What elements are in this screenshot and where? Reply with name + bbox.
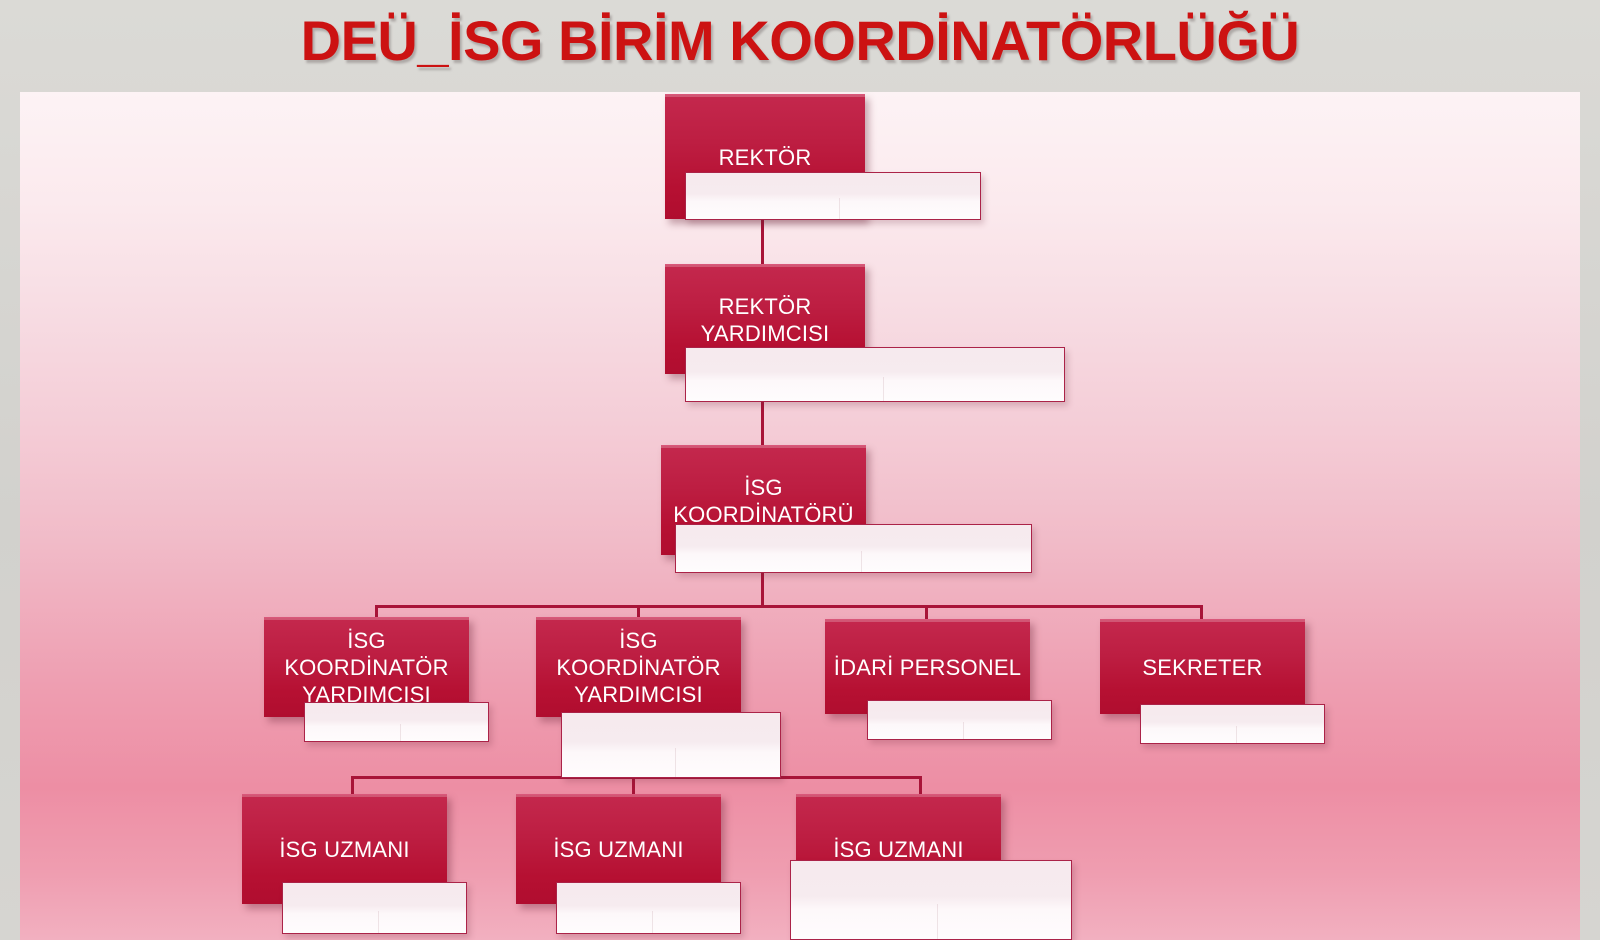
node-rektor-yardimcisi-label: REKTÖR YARDIMCISI (700, 293, 830, 346)
node-sekreter[interactable]: SEKRETER (1100, 619, 1305, 714)
plate-isg-uzmani-2[interactable] (556, 882, 741, 934)
connector-branch-uzman3 (919, 776, 922, 802)
connector-branch-uzman1 (351, 776, 354, 802)
connector-branch-uzman2 (632, 776, 635, 802)
plate-isg-koord-yrd-2[interactable] (561, 712, 781, 778)
node-isg-koord-yrd-1-label: İSG KOORDİNATÖR YARDIMCISI (284, 628, 449, 707)
plate-isg-koordinatoru[interactable] (675, 524, 1032, 573)
connector-rektoryrd-to-koordinator (761, 382, 764, 454)
connector-koordinator-drop (761, 555, 764, 607)
node-isg-koord-yrd-2-label: İSG KOORDİNATÖR YARDIMCISI (556, 628, 721, 707)
plate-rektor[interactable] (685, 172, 981, 220)
node-isg-uzmani-3-label: İSG UZMANI (833, 837, 964, 862)
plate-isg-uzmani-1[interactable] (282, 882, 467, 934)
plate-rektor-yardimcisi[interactable] (685, 347, 1065, 402)
plate-sekreter[interactable] (1140, 704, 1325, 744)
node-rektor-label: REKTÖR (718, 144, 812, 170)
node-isg-koord-yrd-2[interactable]: İSG KOORDİNATÖR YARDIMCISI (536, 617, 741, 717)
node-idari-personel[interactable]: İDARİ PERSONEL (825, 619, 1030, 714)
node-isg-uzmani-2-label: İSG UZMANI (553, 837, 684, 862)
node-isg-koordinatoru-label: İSG KOORDİNATÖRÜ (673, 474, 854, 527)
plate-isg-koord-yrd-1[interactable] (304, 702, 489, 742)
page-title: DEÜ_İSG BİRİM KOORDİNATÖRLÜĞÜ (300, 9, 1300, 72)
node-sekreter-label: SEKRETER (1142, 654, 1263, 680)
connector-level4-bus (375, 605, 1203, 608)
plate-isg-uzmani-3[interactable] (790, 860, 1072, 940)
node-idari-personel-label: İDARİ PERSONEL (833, 654, 1022, 680)
plate-idari-personel[interactable] (867, 700, 1052, 740)
node-isg-koord-yrd-1[interactable]: İSG KOORDİNATÖR YARDIMCISI (264, 617, 469, 717)
slide-canvas: REKTÖR REKTÖR YARDIMCISI İSG KOORDİNATÖR… (20, 92, 1580, 940)
connector-rektor-to-rektoryrd (761, 220, 764, 266)
node-isg-uzmani-1-label: İSG UZMANI (279, 837, 410, 862)
